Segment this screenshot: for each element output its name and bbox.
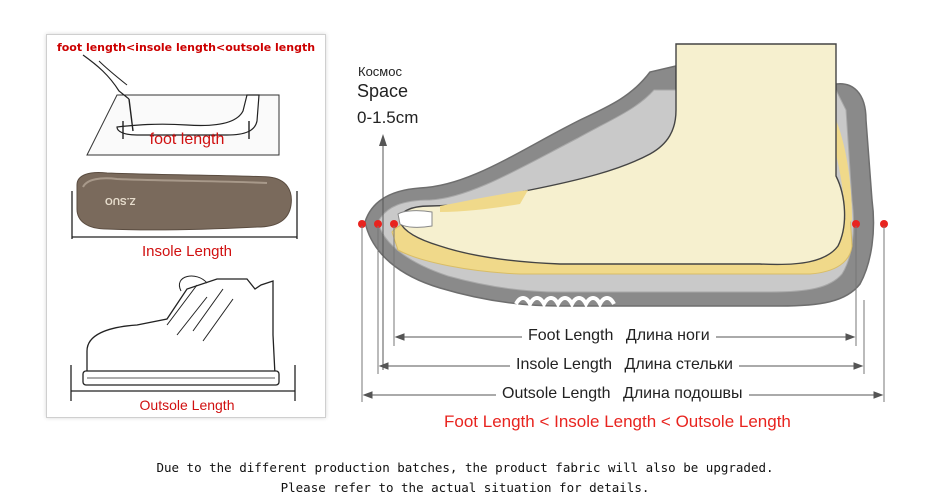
foot-back-marker xyxy=(852,220,860,228)
outsole-back-marker xyxy=(880,220,888,228)
space-label-en: Space xyxy=(357,81,409,101)
insole-front-marker xyxy=(374,220,382,228)
insole-length-label: Insole Length xyxy=(141,243,233,260)
length-comparison: Foot Length < Insole Length < Outsole Le… xyxy=(444,412,791,431)
foot-length-dimension-label: Foot Length Длина ноги xyxy=(522,327,716,345)
foot-length-label: foot length xyxy=(149,131,225,148)
insole-length-dimension-label: Insole Length Длина стельки xyxy=(510,356,739,374)
insole-length-en: Insole Length xyxy=(516,356,613,373)
note-line-1: Due to the different production batches,… xyxy=(156,460,774,475)
foot-length-ru: Длина ноги xyxy=(625,327,710,344)
outsole-length-dimension-label: Outsole Length Длина подошвы xyxy=(496,385,749,403)
toe-pad-shape xyxy=(440,190,528,212)
foot-on-paper-illustration xyxy=(82,54,280,156)
insole-illustration xyxy=(71,172,298,239)
shoe-tread xyxy=(514,296,616,309)
space-range: 0-1.5cm xyxy=(357,108,419,127)
space-arrow-head xyxy=(379,134,387,146)
outsole-length-en: Outsole Length xyxy=(502,385,611,402)
panel-illustrations xyxy=(70,54,298,401)
foot-front-marker xyxy=(390,220,398,228)
boot-illustration xyxy=(70,275,296,401)
insole-length-ru: Длина стельки xyxy=(624,356,733,373)
size-guide-panel: foot length<insole length<outsole length xyxy=(46,34,326,418)
outsole-length-label: Outsole Length xyxy=(139,397,235,413)
space-label-ru: Космос xyxy=(358,64,402,79)
outsole-length-ru: Длина подошвы xyxy=(622,385,743,402)
foot-length-en: Foot Length xyxy=(528,327,614,344)
note-line-2: Please refer to the actual situation for… xyxy=(280,480,650,495)
toe-nail xyxy=(397,210,433,228)
heel-insole-shape xyxy=(826,120,852,226)
outsole-front-marker xyxy=(358,220,366,228)
panel-title: foot length<insole length<outsole length xyxy=(56,41,316,54)
